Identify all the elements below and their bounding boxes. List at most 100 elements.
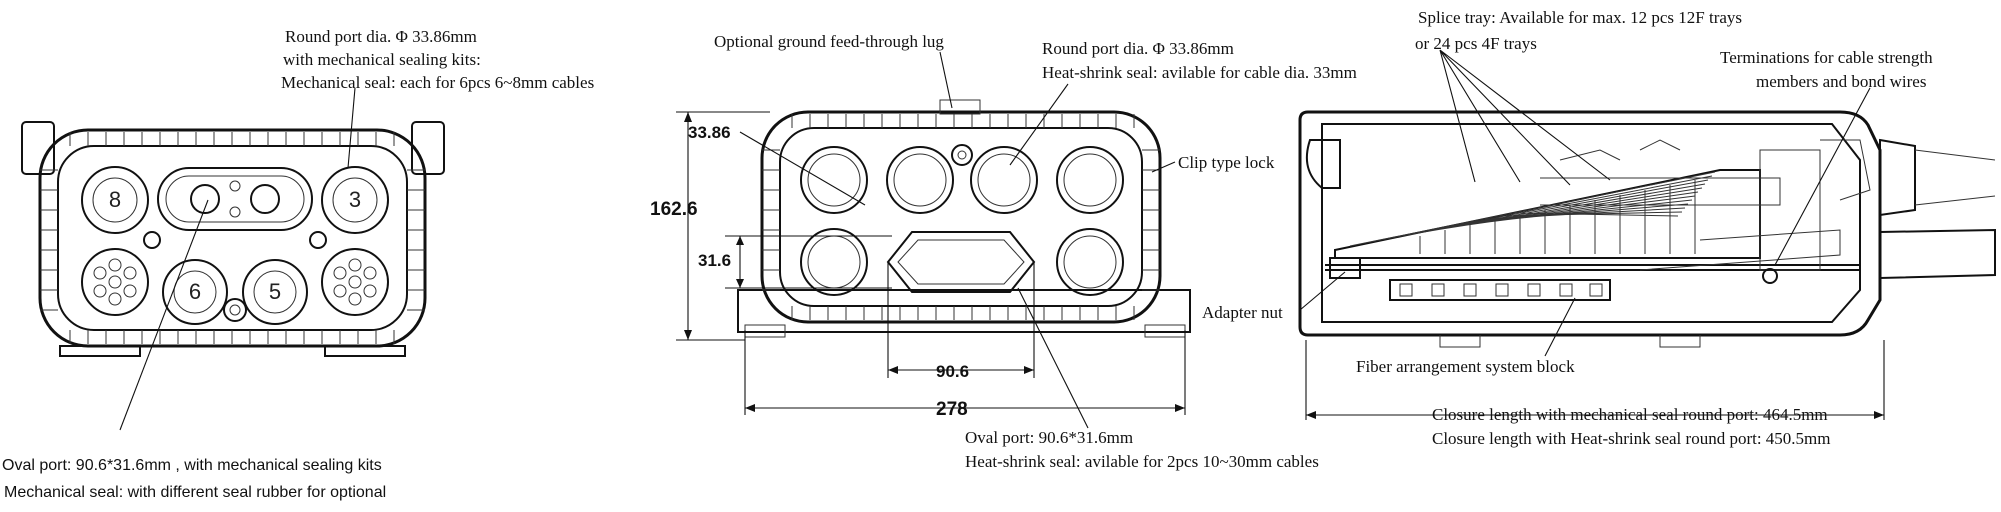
splice-tray-stack bbox=[1334, 139, 1781, 259]
leader-adapter-nut bbox=[1299, 271, 1346, 311]
termination-block bbox=[1759, 149, 1821, 271]
right-side-section: Splice tray: Available for max. 12 pcs 1… bbox=[1202, 8, 1996, 448]
round-port bbox=[1056, 146, 1124, 214]
bottom-feet bbox=[1439, 335, 1701, 348]
oval-small-hole bbox=[229, 206, 241, 218]
bolt-left bbox=[143, 231, 161, 249]
clip-ribs-top bbox=[40, 132, 425, 344]
lug-center bbox=[957, 150, 967, 160]
left-oval-port-callout: Oval port: 90.6*31.6mm , with mechanical… bbox=[2, 457, 386, 501]
middle-oval-port-callout: Oval port: 90.6*31.6mm Heat-shrink seal:… bbox=[965, 428, 1319, 471]
port-seal-ring bbox=[332, 177, 378, 223]
round-port-6 bbox=[162, 259, 228, 325]
cable-routing bbox=[1639, 229, 1841, 271]
oval-port-mechanical bbox=[157, 167, 313, 231]
middle-closure-inner bbox=[779, 127, 1143, 307]
center-rod bbox=[1325, 264, 1860, 271]
dim-oval-height bbox=[725, 235, 892, 289]
oval-port-heat-shrink bbox=[886, 231, 1036, 293]
leader-round-port-left bbox=[347, 87, 356, 169]
closure-length-callout: Closure length with mechanical seal roun… bbox=[1432, 405, 1832, 448]
dim-oval-height-value: 31.6 bbox=[698, 251, 731, 270]
port-number-6: 6 bbox=[189, 279, 201, 304]
seal-holes-left bbox=[93, 258, 137, 306]
leader-splice-tray bbox=[1439, 49, 1611, 186]
oval-cable-hole-left bbox=[190, 184, 220, 214]
middle-closure-body bbox=[760, 110, 1162, 324]
fiber-arrangement-block bbox=[1389, 279, 1611, 301]
middle-round-port-callout: Round port dia. Φ 33.86mm Heat-shrink se… bbox=[1042, 39, 1357, 82]
housing-outline bbox=[1298, 110, 1882, 337]
left-round-port-callout: Round port dia. Φ 33.86mm with mechanica… bbox=[281, 27, 594, 92]
port-seal-ring bbox=[173, 270, 217, 314]
adapter-nut-label: Adapter nut bbox=[1202, 303, 1283, 322]
port-number-8: 8 bbox=[109, 187, 121, 212]
round-port bbox=[800, 228, 868, 296]
ground-lug-label: Optional ground feed-through lug bbox=[714, 32, 944, 51]
bolt-right bbox=[309, 231, 327, 249]
terminations-callout: Terminations for cable strength members … bbox=[1720, 48, 1937, 91]
round-port-3 bbox=[321, 166, 389, 234]
end-cap-left bbox=[1306, 139, 1341, 189]
leader-clip-lock bbox=[1151, 161, 1176, 173]
middle-round-ports-top bbox=[800, 146, 1124, 214]
dim-height bbox=[676, 111, 770, 341]
ground-lug-center bbox=[229, 304, 241, 316]
base-plate bbox=[737, 289, 1191, 333]
leader-ground-lug bbox=[939, 51, 953, 109]
foot-left bbox=[59, 345, 141, 357]
termination-bracket bbox=[1820, 139, 1871, 201]
oval-port-inner bbox=[897, 239, 1025, 285]
left-lug bbox=[21, 121, 55, 175]
leader-oval-port-left bbox=[119, 199, 209, 431]
clip-lock-label: Clip type lock bbox=[1178, 153, 1275, 172]
dim-height-value: 162.6 bbox=[650, 199, 698, 220]
dim-round-dia-leader bbox=[739, 131, 866, 206]
top-lug bbox=[939, 99, 981, 115]
ground-feedthrough-lug bbox=[951, 144, 973, 166]
dim-closure-length bbox=[1305, 340, 1885, 420]
mechanical-seal-port-left bbox=[81, 248, 149, 316]
termination-bolt bbox=[1762, 268, 1778, 284]
mechanical-seal-port-right bbox=[321, 248, 389, 316]
dim-oval-width bbox=[887, 262, 1035, 378]
port-number-3: 3 bbox=[349, 187, 361, 212]
round-port bbox=[1056, 228, 1124, 296]
cable-entry-top bbox=[1879, 138, 1916, 217]
dim-round-dia-value: 33.86 bbox=[688, 123, 731, 142]
round-port bbox=[886, 146, 954, 214]
oval-seal-ring bbox=[165, 175, 305, 223]
dim-oval-width-value: 90.6 bbox=[936, 362, 969, 381]
dim-width bbox=[744, 330, 1186, 415]
round-port-8 bbox=[81, 166, 149, 234]
closure-body-outline bbox=[38, 128, 427, 348]
fiber-block-label: Fiber arrangement system block bbox=[1356, 357, 1575, 376]
port-seal-ring bbox=[253, 270, 297, 314]
leader-fiber-block bbox=[1544, 297, 1576, 357]
right-lug bbox=[411, 121, 445, 175]
seal-holes-right bbox=[333, 258, 377, 306]
fiber-block-slots bbox=[1399, 283, 1603, 297]
leader-oval-port-middle bbox=[1017, 287, 1089, 429]
housing-inner bbox=[1321, 123, 1861, 323]
middle-end-view: 162.6 33.86 31.6 90.6 278 Optional groun… bbox=[650, 32, 1357, 471]
cable-entry-bottom bbox=[1879, 228, 1996, 280]
round-port bbox=[800, 146, 868, 214]
adapter-nut bbox=[1329, 257, 1361, 279]
leader-terminations bbox=[1774, 87, 1871, 266]
port-number-5: 5 bbox=[269, 279, 281, 304]
left-end-view: 8 3 6 5 bbox=[2, 27, 594, 501]
dim-width-value: 278 bbox=[936, 399, 968, 420]
middle-clip-ribs bbox=[762, 114, 1160, 320]
oval-small-hole bbox=[229, 180, 241, 192]
foot-right bbox=[324, 345, 406, 357]
splice-tray-callout: Splice tray: Available for max. 12 pcs 1… bbox=[1415, 8, 1746, 53]
round-port-5 bbox=[242, 259, 308, 325]
round-port bbox=[970, 146, 1038, 214]
ground-lug-bottom bbox=[223, 298, 247, 322]
cable-top bbox=[1914, 149, 1996, 206]
oval-cable-hole-right bbox=[250, 184, 280, 214]
port-seal-ring bbox=[92, 177, 138, 223]
leader-round-port-middle bbox=[1009, 83, 1069, 166]
